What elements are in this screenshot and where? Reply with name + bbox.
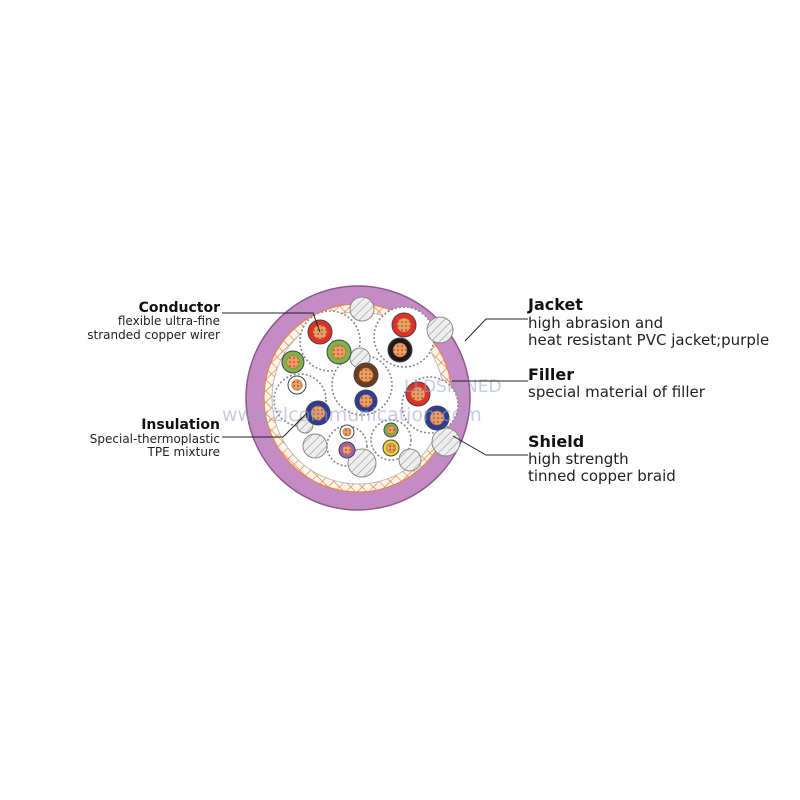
filler-title: Filler bbox=[528, 365, 574, 384]
copper-conductor-1 bbox=[331, 344, 347, 360]
insulation-title: Insulation bbox=[141, 417, 220, 433]
filler-6 bbox=[302, 433, 328, 459]
jacket-desc-1: high abrasion and bbox=[528, 314, 663, 332]
watermark-logo: LLDSIGNED bbox=[404, 377, 502, 397]
shield-desc-2: tinned copper braid bbox=[528, 467, 676, 485]
copper-conductor-4 bbox=[392, 342, 408, 358]
filler-3 bbox=[431, 427, 461, 457]
core-group bbox=[273, 296, 461, 478]
filler-5 bbox=[398, 448, 422, 472]
jacket-leader bbox=[464, 318, 528, 342]
copper-conductor-13 bbox=[386, 425, 396, 435]
insulation-leader bbox=[222, 412, 308, 438]
leader-lines bbox=[222, 312, 528, 456]
filler-4 bbox=[347, 448, 377, 478]
shield-desc-1: high strength bbox=[528, 450, 629, 468]
copper-conductor-5 bbox=[358, 367, 374, 383]
shield-leader bbox=[452, 435, 528, 456]
copper-conductor-8 bbox=[429, 410, 445, 426]
copper-conductor-9 bbox=[291, 379, 303, 391]
conductor-leader bbox=[222, 312, 321, 333]
copper-conductor-12 bbox=[342, 445, 352, 455]
filler-desc-1: special material of filler bbox=[528, 383, 706, 401]
insulation-desc-1: Special-thermoplastic bbox=[90, 432, 220, 446]
copper-conductor-10 bbox=[310, 405, 326, 421]
copper-conductor-2 bbox=[286, 355, 300, 369]
conductor-title: Conductor bbox=[139, 300, 220, 316]
conductor-desc-1: flexible ultra-fine bbox=[118, 314, 220, 328]
filler-1 bbox=[426, 316, 454, 344]
copper-conductor-6 bbox=[359, 394, 373, 408]
jacket-desc-2: heat resistant PVC jacket;purple bbox=[528, 331, 769, 349]
copper-conductor-3 bbox=[396, 317, 412, 333]
filler-0 bbox=[349, 296, 375, 322]
watermark-text: www.zlcommunication.com bbox=[222, 404, 482, 426]
shield-title: Shield bbox=[528, 432, 584, 451]
conductor-desc-2: stranded copper wirer bbox=[87, 328, 220, 342]
copper-conductor-11 bbox=[342, 427, 352, 437]
jacket-title: Jacket bbox=[527, 295, 583, 314]
copper-conductor-14 bbox=[386, 443, 396, 453]
copper-conductor-7 bbox=[410, 386, 426, 402]
insulation-desc-2: TPE mixture bbox=[147, 445, 220, 459]
